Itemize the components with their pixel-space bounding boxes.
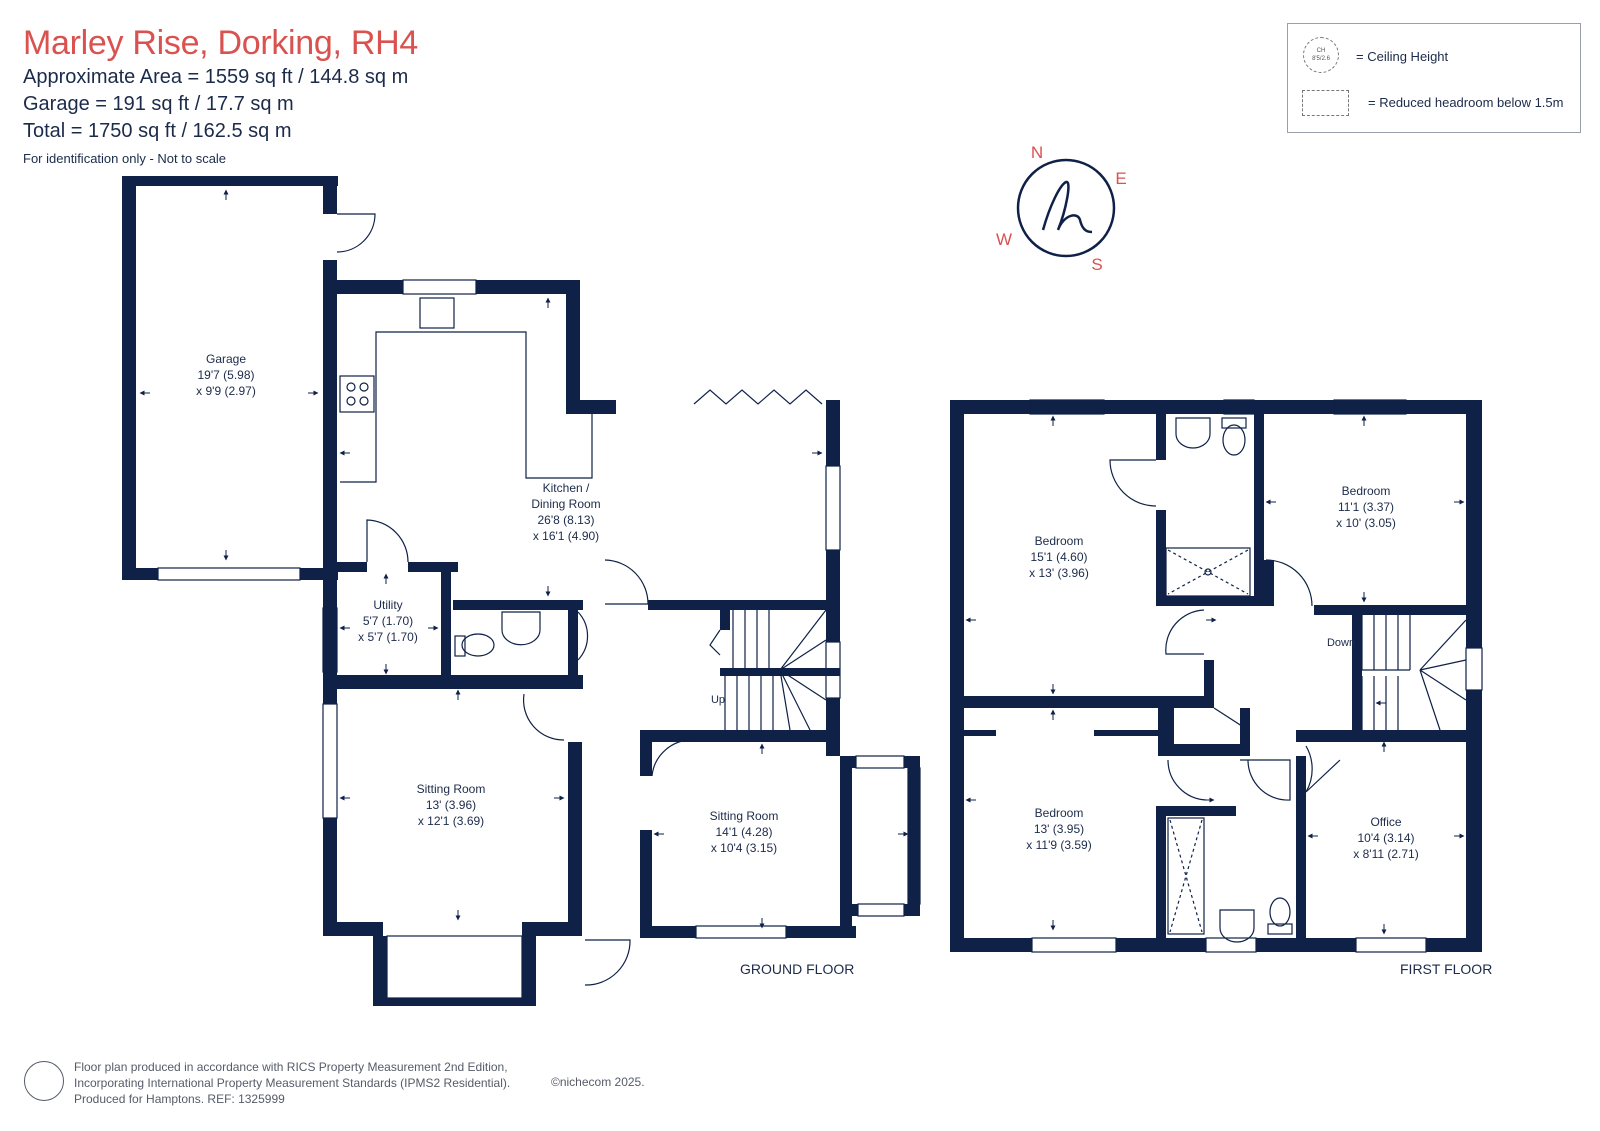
- compass-icon: N E S W: [996, 143, 1127, 274]
- nichecom-logo-icon: [24, 1061, 64, 1101]
- svg-text:Kitchen /: Kitchen /: [543, 481, 590, 495]
- svg-text:19'7 (5.98): 19'7 (5.98): [198, 368, 255, 382]
- first-floor-windows: [1029, 399, 1483, 953]
- room-label-bedroom-1: Bedroom 15'1 (4.60) x 13' (3.96): [1029, 534, 1089, 580]
- svg-text:x 5'7 (1.70): x 5'7 (1.70): [358, 630, 418, 644]
- svg-text:Bedroom: Bedroom: [1035, 806, 1084, 820]
- room-label-bedroom-2: Bedroom 11'1 (3.37) x 10' (3.05): [1336, 484, 1396, 530]
- stairs-up-label: Up: [711, 694, 725, 706]
- svg-text:10'4 (3.14): 10'4 (3.14): [1358, 831, 1415, 845]
- first-floor-label: FIRST FLOOR: [1400, 961, 1492, 977]
- svg-text:15'1 (4.60): 15'1 (4.60): [1031, 550, 1088, 564]
- room-label-sitting-room-1: Sitting Room 13' (3.96) x 12'1 (3.69): [417, 782, 486, 828]
- ground-floor-windows: [157, 279, 921, 999]
- ground-floor-doors: [336, 213, 827, 986]
- svg-text:13' (3.95): 13' (3.95): [1034, 822, 1084, 836]
- total-area: Total = 1750 sq ft / 162.5 sq m: [23, 120, 292, 142]
- ceiling-height-label: = Ceiling Height: [1356, 49, 1449, 64]
- reduced-headroom-label: = Reduced headroom below 1.5m: [1368, 95, 1564, 110]
- svg-text:x 10' (3.05): x 10' (3.05): [1336, 516, 1396, 530]
- svg-text:Bedroom: Bedroom: [1035, 534, 1084, 548]
- ground-floor-walls: [122, 176, 920, 1006]
- room-label-sitting-room-2: Sitting Room 14'1 (4.28) x 10'4 (3.15): [710, 809, 779, 855]
- ground-floor-label: GROUND FLOOR: [740, 961, 854, 977]
- svg-text:Sitting Room: Sitting Room: [710, 809, 779, 823]
- footer-line-2: Incorporating International Property Mea…: [74, 1076, 511, 1090]
- svg-text:x 9'9 (2.97): x 9'9 (2.97): [196, 384, 256, 398]
- compass-n: N: [1031, 143, 1043, 162]
- compass-s: S: [1091, 255, 1102, 274]
- footer-line-3: Produced for Hamptons. REF: 1325999: [74, 1092, 285, 1106]
- garage-area: Garage = 191 sq ft / 17.7 sq m: [23, 93, 294, 115]
- scale-note: For identification only - Not to scale: [23, 151, 227, 166]
- svg-text:x 16'1 (4.90): x 16'1 (4.90): [533, 529, 599, 543]
- svg-text:11'1 (3.37): 11'1 (3.37): [1338, 500, 1394, 514]
- room-label-utility: Utility 5'7 (1.70) x 5'7 (1.70): [358, 598, 418, 644]
- room-label-garage: Garage 19'7 (5.98) x 9'9 (2.97): [196, 352, 256, 398]
- header: Marley Rise, Dorking, RH4 Approximate Ar…: [23, 22, 418, 166]
- ceiling-height-icon: CH 8'5/2.6: [1303, 37, 1339, 73]
- approximate-area: Approximate Area = 1559 sq ft / 144.8 sq…: [23, 66, 409, 88]
- svg-text:x 11'9 (3.59): x 11'9 (3.59): [1026, 838, 1091, 852]
- svg-text:26'8 (8.13): 26'8 (8.13): [538, 513, 595, 527]
- svg-text:Office: Office: [1370, 815, 1401, 829]
- svg-text:Sitting Room: Sitting Room: [417, 782, 486, 796]
- room-label-office: Office 10'4 (3.14) x 8'11 (2.71): [1353, 815, 1418, 861]
- compass-w: W: [996, 230, 1012, 249]
- svg-text:14'1 (4.28): 14'1 (4.28): [716, 825, 773, 839]
- svg-text:13' (3.96): 13' (3.96): [426, 798, 476, 812]
- svg-text:5'7 (1.70): 5'7 (1.70): [363, 614, 413, 628]
- footer-copyright: ©nichecom 2025.: [551, 1075, 645, 1089]
- ceiling-symbol-top: CH: [1316, 48, 1326, 54]
- svg-text:Utility: Utility: [373, 598, 402, 612]
- ceiling-symbol-bottom: 8'5/2.6: [1312, 56, 1330, 62]
- svg-text:x 13' (3.96): x 13' (3.96): [1029, 566, 1089, 580]
- svg-text:x 10'4 (3.15): x 10'4 (3.15): [711, 841, 777, 855]
- footer-note: Floor plan produced in accordance with R…: [74, 1059, 510, 1107]
- footer-line-1: Floor plan produced in accordance with R…: [74, 1060, 508, 1074]
- svg-text:x 12'1 (3.69): x 12'1 (3.69): [418, 814, 484, 828]
- svg-text:Garage: Garage: [206, 352, 246, 366]
- svg-text:x 8'11 (2.71): x 8'11 (2.71): [1353, 847, 1418, 861]
- page-title: Marley Rise, Dorking, RH4: [23, 24, 418, 62]
- compass-e: E: [1115, 169, 1126, 188]
- legend: CH 8'5/2.6 = Ceiling Height = Reduced he…: [1287, 23, 1581, 133]
- svg-text:Dining Room: Dining Room: [531, 497, 600, 511]
- room-label-kitchen: Kitchen / Dining Room 26'8 (8.13) x 16'1…: [531, 481, 600, 543]
- room-label-bedroom-3: Bedroom 13' (3.95) x 11'9 (3.59): [1026, 806, 1091, 852]
- svg-text:Bedroom: Bedroom: [1342, 484, 1391, 498]
- dimension-arrows: [139, 189, 1465, 935]
- first-floor-walls: [950, 400, 1482, 952]
- reduced-headroom-icon: [1302, 90, 1349, 116]
- stairs-down-label: Down: [1327, 637, 1355, 649]
